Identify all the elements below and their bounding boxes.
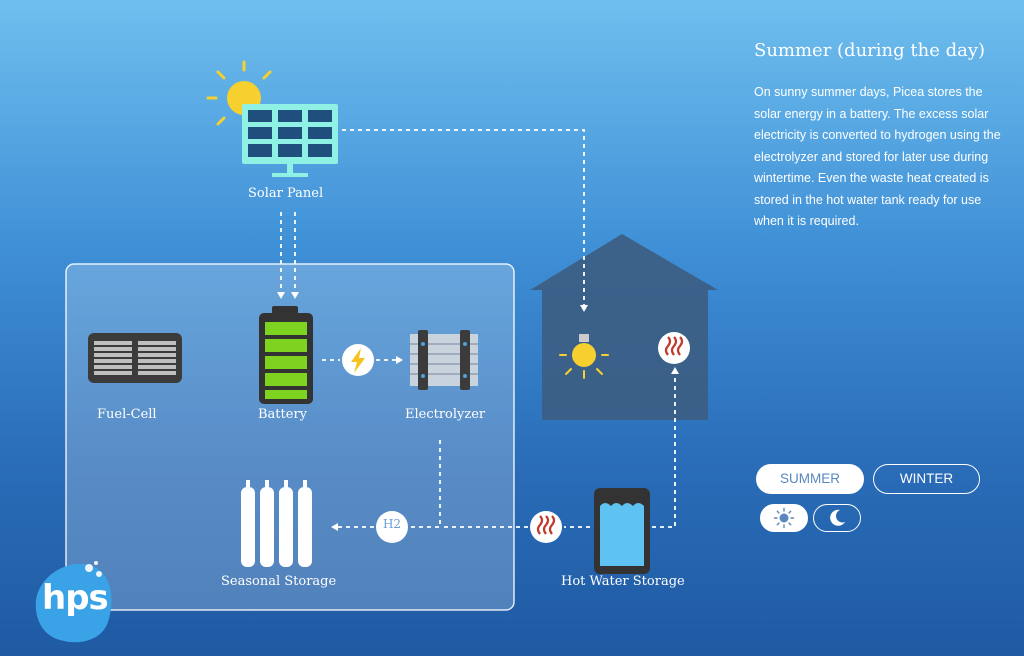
solar-panel-label: Solar Panel (248, 186, 324, 201)
night-button[interactable] (813, 504, 861, 532)
electrolyzer-icon (410, 330, 478, 390)
energy-flow-lines (280, 129, 676, 528)
h2-label: H2 (382, 517, 402, 531)
day-button[interactable] (760, 504, 808, 532)
seasonal-storage-label: Seasonal Storage (221, 574, 337, 589)
water-tank-icon (594, 488, 650, 574)
electrolyzer-label: Electrolyzer (405, 407, 486, 422)
heat-icon (530, 511, 562, 543)
flow-arrowheads (277, 292, 679, 531)
season-description: On sunny summer days, Picea stores the s… (754, 85, 1001, 228)
battery-label: Battery (258, 407, 308, 422)
hps-logo (35, 561, 112, 643)
hot-water-storage-label: Hot Water Storage (561, 574, 685, 589)
fuel-cell-icon (88, 333, 182, 383)
solar-panel-icon (242, 104, 338, 177)
moon-icon (830, 509, 845, 526)
heating-icon (658, 332, 690, 364)
house-icon (530, 234, 718, 420)
light-bulb-icon (559, 334, 609, 379)
lightning-icon (342, 344, 374, 376)
battery-icon (259, 306, 313, 404)
sun-icon (773, 507, 795, 529)
hps-logo-text: hps (42, 578, 109, 618)
fuel-cell-label: Fuel-Cell (97, 407, 157, 422)
summer-button[interactable]: SUMMER (756, 464, 864, 494)
season-title: Summer (during the day) (754, 40, 986, 61)
winter-button[interactable]: WINTER (873, 464, 980, 494)
h2-badge (376, 511, 408, 543)
hydrogen-tanks-icon (241, 480, 312, 567)
